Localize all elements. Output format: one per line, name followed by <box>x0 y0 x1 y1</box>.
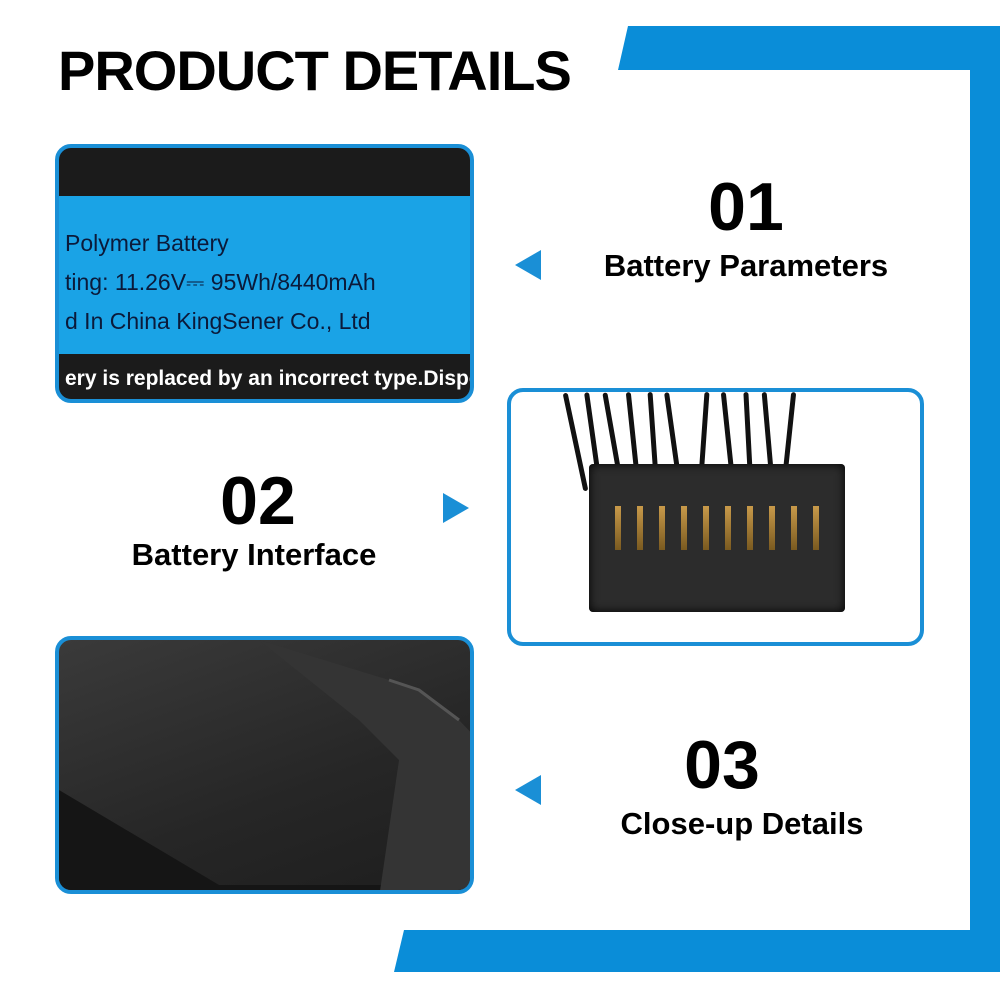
connector-housing <box>589 464 845 612</box>
label-text-line: Polymer Battery <box>65 230 229 256</box>
label-text-line: d In China KingSener Co., Ltd <box>65 308 371 334</box>
section-number: 01 <box>708 169 784 245</box>
triangle-left-icon <box>515 250 541 280</box>
battery-closeup-photo <box>55 636 474 894</box>
label-text-line: ting: 11.26V⎓ 95Wh/8440mAh <box>65 269 376 295</box>
triangle-left-icon <box>515 775 541 805</box>
page-title: PRODUCT DETAILS <box>58 39 572 102</box>
section-number: 02 <box>220 463 296 539</box>
section-caption: Close-up Details <box>620 806 864 841</box>
label-text-line: ery is replaced by an incorrect type.Dis… <box>65 367 474 390</box>
section-caption: Battery Interface <box>131 537 377 572</box>
section-caption: Battery Parameters <box>603 248 889 283</box>
triangle-right-icon <box>443 493 469 523</box>
frame-bottom-bar <box>394 930 1000 972</box>
frame-top-bar <box>618 26 1000 70</box>
section-number: 03 <box>684 727 760 803</box>
frame-right-bar <box>970 26 1000 972</box>
battery-label-photo: Polymer Battery ting: 11.26V⎓ 95Wh/8440m… <box>55 144 474 403</box>
battery-connector-photo <box>507 388 924 646</box>
